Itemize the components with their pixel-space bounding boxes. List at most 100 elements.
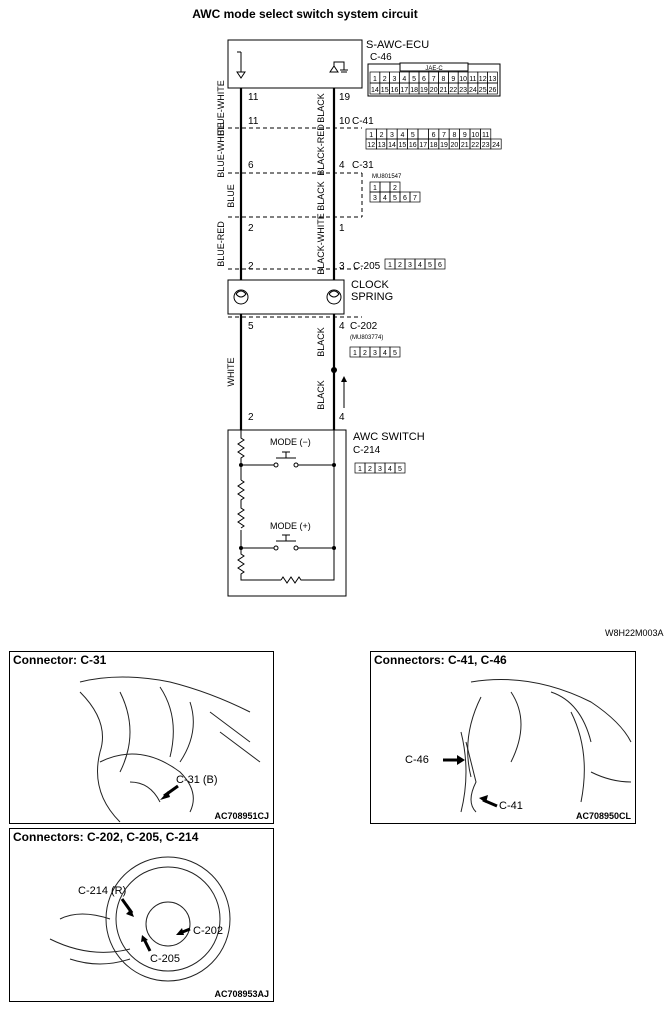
wire-label-1r: BLACK bbox=[316, 93, 326, 123]
c31-label: C-31 bbox=[352, 160, 374, 171]
pin-number: 20 bbox=[451, 142, 459, 149]
pin-number: 10 bbox=[459, 76, 467, 83]
page-title: AWC mode select switch system circuit bbox=[192, 7, 418, 21]
figure-code: W8H22M003A bbox=[605, 628, 664, 638]
callout-c214: C-214 (R) bbox=[78, 885, 127, 897]
c31-part-no: MU801547 bbox=[372, 174, 402, 180]
pin-number: 10 bbox=[471, 132, 479, 139]
ecu-box bbox=[227, 39, 363, 89]
pin-number: 4 bbox=[400, 132, 404, 139]
clock-spring-box bbox=[227, 279, 345, 315]
pin-cell bbox=[389, 346, 401, 358]
pin-cell bbox=[434, 258, 446, 270]
pin-number: 4 bbox=[383, 195, 387, 202]
panel-connectors-c202-c205-c214: Connectors: C-202, C-205, C-214 C-214 (R… bbox=[9, 828, 274, 1002]
pin-number: 12 bbox=[479, 76, 487, 83]
pin-c202-right: 4 bbox=[339, 321, 345, 332]
pin-number: 9 bbox=[463, 132, 467, 139]
pin-c31-right: 4 bbox=[339, 160, 345, 171]
pin-number: 3 bbox=[390, 132, 394, 139]
wire-label-2l: BLUE-WHITE bbox=[216, 122, 226, 178]
pin-number: 8 bbox=[442, 76, 446, 83]
pin-number: 26 bbox=[489, 87, 497, 94]
pin-cell bbox=[409, 191, 421, 203]
pin-mid-left: 2 bbox=[248, 223, 254, 234]
pin-number: 19 bbox=[420, 87, 428, 94]
panel-title: Connector: C-31 bbox=[13, 653, 107, 667]
pin-number: 13 bbox=[489, 76, 497, 83]
panel-code: AC708951CJ bbox=[214, 811, 269, 821]
pin-number: 5 bbox=[412, 76, 416, 83]
pin-number: 18 bbox=[430, 142, 438, 149]
pin-number: 3 bbox=[373, 195, 377, 202]
pin-cell bbox=[394, 462, 406, 474]
panel-connectors-c41-c46: Connectors: C-41, C-46 C-46 C-41 AC70895… bbox=[370, 651, 636, 824]
callout-c31: C-31 (B) bbox=[176, 774, 218, 786]
pin-number: 15 bbox=[399, 142, 407, 149]
pin-number: 6 bbox=[422, 76, 426, 83]
pin-cell bbox=[379, 181, 391, 193]
pin-number: 16 bbox=[409, 142, 417, 149]
pin-number: 6 bbox=[432, 132, 436, 139]
wire-label-4l: BLUE-RED bbox=[216, 221, 226, 267]
pin-switch-left: 2 bbox=[248, 412, 254, 423]
pin-number: 5 bbox=[393, 350, 397, 357]
pin-number: 17 bbox=[419, 142, 427, 149]
wire-label-3l: BLUE bbox=[226, 184, 236, 208]
callout-c202: C-202 bbox=[193, 925, 223, 937]
pin-number: 14 bbox=[388, 142, 396, 149]
wire-label-3r: BLACK bbox=[316, 181, 326, 211]
pin-number: 3 bbox=[378, 466, 382, 473]
wire-label-5r: BLACK bbox=[316, 327, 326, 357]
ecu-connector: C-46 bbox=[370, 52, 392, 63]
pin-number: 1 bbox=[388, 262, 392, 269]
pin-number: 3 bbox=[393, 76, 397, 83]
pin-number: 4 bbox=[402, 76, 406, 83]
pin-number: 23 bbox=[459, 87, 467, 94]
pin-number: 17 bbox=[400, 87, 408, 94]
pin-number: 21 bbox=[440, 87, 448, 94]
pin-ecu-right: 19 bbox=[339, 92, 351, 103]
pin-number: 2 bbox=[363, 350, 367, 357]
mode-minus-label: MODE (−) bbox=[270, 437, 311, 447]
pin-c41-right: 10 bbox=[339, 116, 351, 127]
pin-number: 1 bbox=[353, 350, 357, 357]
pin-number: 25 bbox=[479, 87, 487, 94]
pin-number: 9 bbox=[451, 76, 455, 83]
awc-switch-box bbox=[227, 429, 347, 597]
connector-tab bbox=[399, 62, 469, 72]
pin-number: 11 bbox=[469, 76, 476, 83]
pin-number: 5 bbox=[411, 132, 415, 139]
pin-cell bbox=[490, 138, 502, 150]
pin-number: 22 bbox=[471, 142, 479, 149]
pin-number: 4 bbox=[418, 262, 422, 269]
awc-switch-name: AWC SWITCH bbox=[353, 431, 425, 443]
c214-label: C-214 bbox=[353, 445, 381, 456]
pin-number: 7 bbox=[413, 195, 417, 202]
pin-number: 2 bbox=[380, 132, 384, 139]
pin-number: 7 bbox=[432, 76, 436, 83]
pin-number: 4 bbox=[388, 466, 392, 473]
pin-number: 5 bbox=[393, 195, 397, 202]
clock-spring-line1: CLOCK bbox=[351, 279, 390, 291]
dashboard-illustration bbox=[443, 679, 632, 813]
pin-cell bbox=[487, 82, 498, 95]
wire-label-1l: BLUE-WHITE bbox=[216, 80, 226, 136]
pin-number: 22 bbox=[449, 87, 457, 94]
wire-label-6r: BLACK bbox=[316, 380, 326, 410]
pin-number: 14 bbox=[371, 87, 379, 94]
ecu-name: S-AWC-ECU bbox=[366, 39, 429, 51]
pin-number: 2 bbox=[383, 76, 387, 83]
pin-switch-right: 4 bbox=[339, 412, 345, 423]
pin-number: 1 bbox=[373, 76, 377, 83]
pin-number: 24 bbox=[469, 87, 477, 94]
panel-code: AC708953AJ bbox=[214, 989, 269, 999]
callout-c46: C-46 bbox=[405, 754, 429, 766]
wire-label-2r: BLACK-RED bbox=[316, 124, 326, 176]
pin-number: 13 bbox=[378, 142, 386, 149]
pin-number: 5 bbox=[398, 466, 402, 473]
